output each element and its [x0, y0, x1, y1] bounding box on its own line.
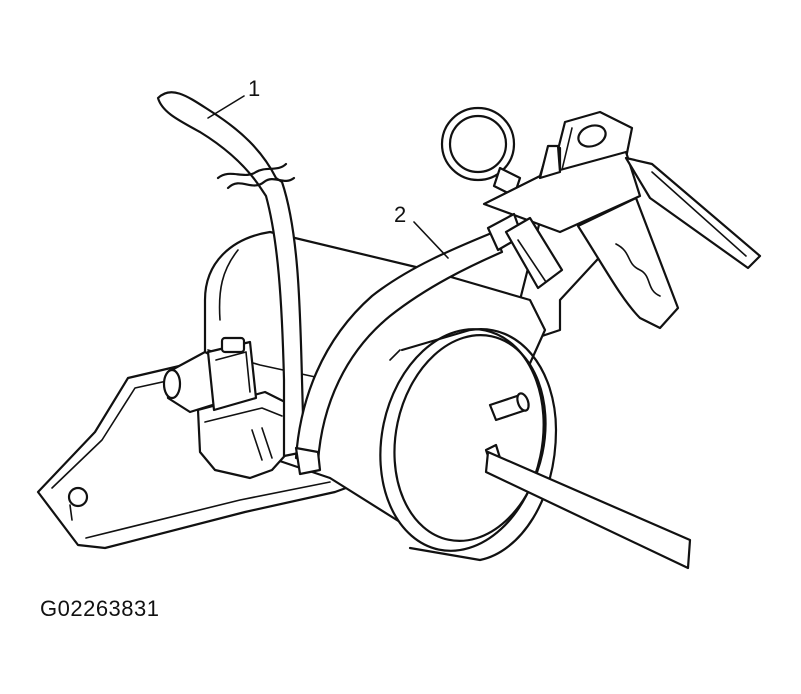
figure-id-label: G02263831 [40, 596, 160, 621]
callout-2: 2 [394, 202, 449, 259]
vacuum-switching-valve [162, 336, 292, 480]
diaphragm-chamber [379, 328, 558, 562]
vacuum-hose-2 [294, 230, 504, 476]
callout-label-2: 2 [394, 202, 406, 227]
actuator-rod [484, 450, 692, 570]
hand-vacuum-pump [440, 106, 762, 330]
callout-label-1: 1 [248, 76, 260, 101]
callout-1: 1 [207, 76, 260, 119]
